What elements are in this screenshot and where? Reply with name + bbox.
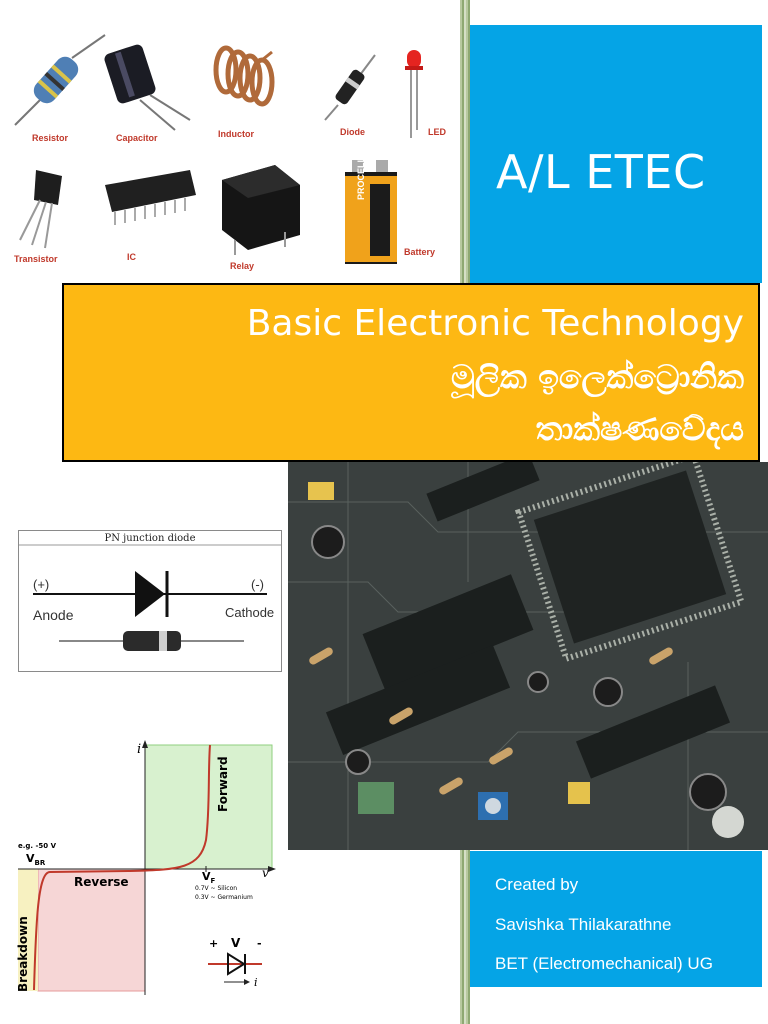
components-illustration <box>14 34 423 264</box>
reverse-label: Reverse <box>74 875 129 889</box>
anode-label: Anode <box>33 607 74 623</box>
battery-brand: PROCELL <box>356 156 366 200</box>
transistor-image <box>19 170 62 249</box>
vf-label: VF <box>202 870 216 886</box>
symbol-minus: - <box>257 937 262 950</box>
pn-diode-figure: PN junction diode (+) (-) Anode Cathode <box>18 530 282 672</box>
resistor-label: Resistor <box>32 133 69 143</box>
i-axis-label: i <box>137 742 142 757</box>
credit-author: Savishka Thilakarathne <box>495 915 672 934</box>
capacitor-label: Capacitor <box>116 133 158 143</box>
battery-label: Battery <box>404 247 436 257</box>
relay-label: Relay <box>230 261 255 271</box>
inductor-image <box>213 45 275 107</box>
credit-created-by: Created by <box>495 875 579 894</box>
circuit-board-photo <box>288 462 768 850</box>
banner-sinhala-line2: තාක්ෂණවේදය <box>535 409 744 448</box>
iv-graph-canvas <box>18 740 276 995</box>
iv-characteristic-graph: i v e.g. -50 V VBR VF Reverse Forward Br… <box>10 740 290 1000</box>
silicon-label: 0.7V ~ Silicon <box>195 885 238 892</box>
diode-figure-title: PN junction diode <box>104 533 196 544</box>
battery-image <box>345 160 397 264</box>
components-collage: Resistor Capacitor Inductor Diode LED Tr… <box>0 0 460 285</box>
ic-image <box>105 170 196 225</box>
circuit-board-illustration <box>288 462 768 850</box>
credits-panel: Created by Savishka Thilakarathne BET (E… <box>470 851 762 987</box>
breakdown-example: e.g. -50 V <box>18 842 57 850</box>
relay-image <box>222 165 300 255</box>
inductor-label: Inductor <box>218 129 254 139</box>
cathode-label: Cathode <box>225 605 275 620</box>
led-label: LED <box>428 127 446 137</box>
title-panel: A/L ETEC <box>470 25 762 283</box>
diode-plus: (+) <box>33 577 50 592</box>
forward-label: Forward <box>216 756 230 812</box>
capacitor-image <box>104 44 191 131</box>
symbol-i: i <box>254 976 258 989</box>
banner-sinhala-line1: මූලික ඉලෙක්ට්‍රොනික <box>451 357 744 396</box>
diode-small-icon <box>208 952 262 985</box>
banner-english-title: Basic Electronic Technology <box>246 303 744 344</box>
diode-image <box>324 54 376 121</box>
germanium-label: 0.3V ~ Germanium <box>195 894 253 901</box>
title-banner: Basic Electronic Technology මූලික ඉලෙක්ට… <box>62 283 760 462</box>
led-image <box>405 50 423 138</box>
symbol-plus: + <box>209 937 219 950</box>
credit-degree: BET (Electromechanical) UG <box>495 954 713 973</box>
diode-label: Diode <box>340 127 366 137</box>
symbol-v: V <box>231 936 241 950</box>
v-axis-label: v <box>262 866 269 880</box>
transistor-label: Transistor <box>14 254 58 264</box>
vbr-label: VBR <box>26 852 46 868</box>
diode-minus: (-) <box>251 577 264 592</box>
breakdown-label: Breakdown <box>16 916 30 992</box>
course-title: A/L ETEC <box>496 145 706 199</box>
resistor-image <box>14 34 106 126</box>
ic-label: IC <box>127 252 136 262</box>
diode-symbol <box>19 544 281 651</box>
